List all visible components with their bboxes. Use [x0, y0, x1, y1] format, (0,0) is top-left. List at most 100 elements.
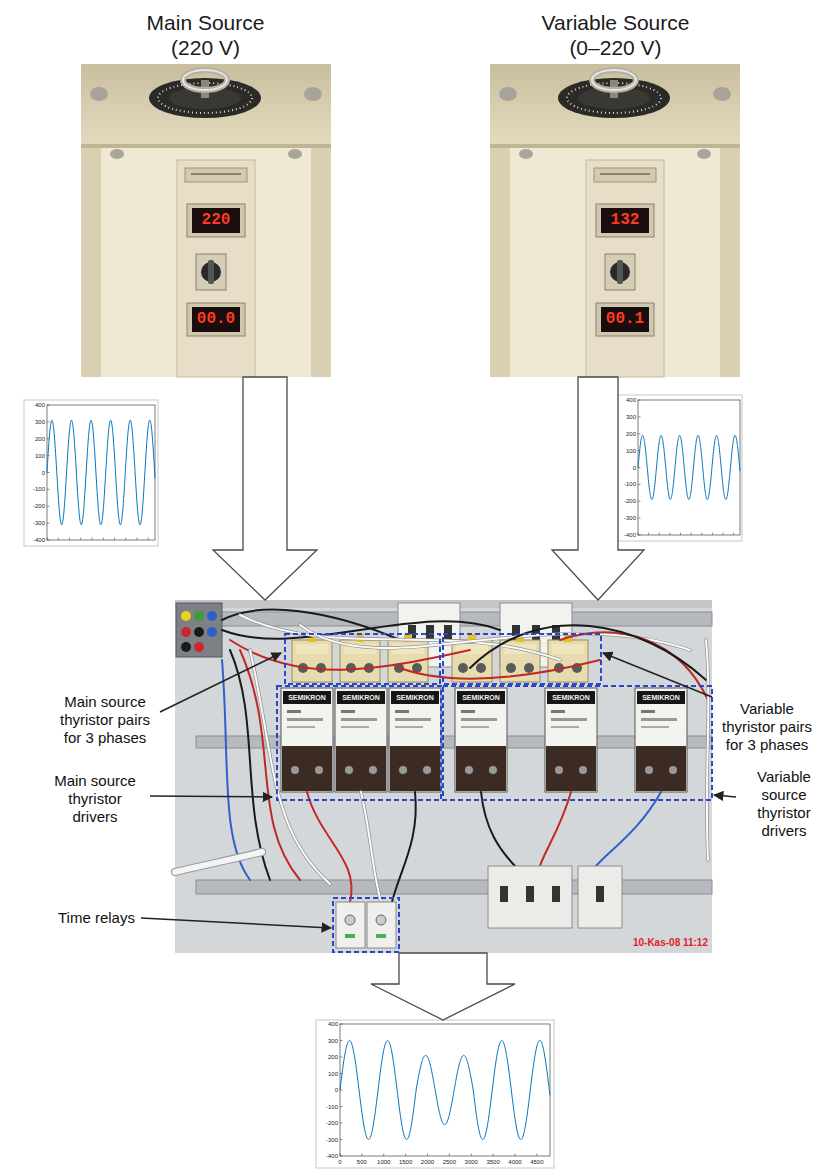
callout-label: Variable source thyristor drivers — [740, 768, 828, 840]
axis-tick-mark — [47, 421, 50, 422]
wire — [175, 852, 262, 872]
waveform-plot — [616, 395, 742, 541]
terminal-block — [176, 603, 222, 657]
block-arrow — [213, 377, 317, 600]
time-relay — [336, 902, 365, 948]
axis-tick-mark — [340, 1040, 343, 1041]
axis-tick-mark — [58, 538, 59, 541]
thyristor-driver — [335, 688, 387, 792]
terminal-block — [207, 611, 217, 621]
time-relay — [376, 934, 386, 938]
axis-tick: 500 — [350, 1158, 374, 1166]
wire — [706, 640, 708, 860]
wire — [361, 792, 381, 902]
axis-tick: -100 — [27, 485, 45, 493]
wire — [307, 792, 352, 902]
terminal-block — [207, 627, 217, 637]
axis-tick-mark — [148, 538, 149, 541]
axis-tick: 1500 — [394, 1158, 418, 1166]
axis-tick-mark — [638, 400, 641, 401]
axis-tick-mark — [340, 1057, 343, 1058]
module-label: SEMIKRON — [337, 693, 385, 703]
terminal-block — [181, 611, 191, 621]
axis-tick: -200 — [27, 502, 45, 510]
leader-arrow — [141, 653, 736, 928]
axis-tick: 1000 — [372, 1158, 396, 1166]
axis-tick: 300 — [27, 418, 45, 426]
axis-tick-mark — [340, 1024, 343, 1025]
axis-tick-mark — [659, 533, 660, 536]
thyristor-module — [340, 634, 380, 682]
axis-tick: 0 — [618, 464, 636, 472]
leader-arrow — [160, 653, 281, 712]
wire — [361, 792, 381, 902]
module-label: SEMIKRON — [547, 693, 595, 703]
axis-tick-mark — [638, 484, 641, 485]
leader-arrow — [603, 653, 712, 697]
thyristor-panel-photo — [175, 600, 712, 953]
axis-tick: 100 — [320, 1070, 338, 1078]
axis-tick-mark — [723, 533, 724, 536]
axis-tick-mark — [449, 1154, 450, 1157]
axis-tick-mark — [125, 538, 126, 541]
axis-tick-mark — [733, 533, 734, 536]
axis-tick: -200 — [618, 497, 636, 505]
axis-tick: -400 — [27, 536, 45, 544]
axis-tick-mark — [638, 433, 641, 434]
wire — [481, 792, 515, 866]
dashed-outline — [277, 634, 712, 952]
axis-tick: 2000 — [416, 1158, 440, 1166]
dashed-outline — [443, 634, 601, 684]
display-reading: 00.0 — [192, 307, 240, 332]
date-stamp: 10-Kas-08 11:12 — [604, 936, 708, 950]
display-reading: 132 — [601, 208, 649, 233]
din-rail — [196, 612, 712, 894]
axis-tick-mark — [137, 538, 138, 541]
axis-tick-mark — [92, 538, 93, 541]
waveform-plot: 4003002001000-100-200-300-40005001000150… — [316, 1020, 554, 1168]
circuit-breaker — [552, 886, 560, 902]
block-arrow — [371, 953, 515, 1020]
waveform-plot — [316, 1020, 554, 1168]
axis-tick: 400 — [320, 1020, 338, 1028]
time-relay — [345, 915, 355, 925]
axis-tick: -400 — [320, 1152, 338, 1160]
source-photo: Variable Source (0–220 V)13200.1 — [488, 8, 743, 377]
terminal-block — [194, 627, 204, 637]
axis-tick: -300 — [27, 519, 45, 527]
axis-tick-mark — [47, 538, 48, 541]
source-title: Variable Source (0–220 V) — [531, 10, 701, 60]
axis-tick: 3000 — [459, 1158, 483, 1166]
block-arrow — [552, 377, 644, 600]
axis-tick: 3500 — [481, 1158, 505, 1166]
axis-tick-mark — [427, 1154, 428, 1157]
axis-tick-mark — [691, 533, 692, 536]
axis-tick-mark — [638, 416, 641, 417]
circuit-breaker — [500, 886, 508, 902]
module-label: SEMIKRON — [283, 693, 331, 703]
terminal-block — [194, 642, 204, 652]
wire — [222, 610, 708, 884]
axis-tick-mark — [340, 1123, 343, 1124]
axis-tick-mark — [712, 533, 713, 536]
module-label: SEMIKRON — [391, 693, 439, 703]
module-label: SEMIKRON — [637, 693, 685, 703]
wire — [222, 660, 250, 880]
axis-tick-mark — [536, 1154, 537, 1157]
wire — [400, 660, 600, 679]
axis-tick: 100 — [27, 452, 45, 460]
circuit-breaker — [488, 866, 572, 928]
axis-tick-mark — [680, 533, 681, 536]
axis-tick-mark — [340, 1139, 343, 1140]
axis-tick: -200 — [320, 1119, 338, 1127]
thyristor-panel-photo: SEMIKRON SEMIKRON SEMIKRON SEMIKRON SEMIKRON… — [175, 600, 712, 953]
waveform-plot: 4003002001000-100-200-300-400 — [24, 400, 158, 546]
axis-tick: 2500 — [437, 1158, 461, 1166]
wire — [300, 625, 690, 650]
axis-tick: 0 — [27, 469, 45, 477]
axis-tick-mark — [638, 533, 639, 536]
axis-tick-mark — [47, 506, 50, 507]
axis-tick-mark — [405, 1154, 406, 1157]
